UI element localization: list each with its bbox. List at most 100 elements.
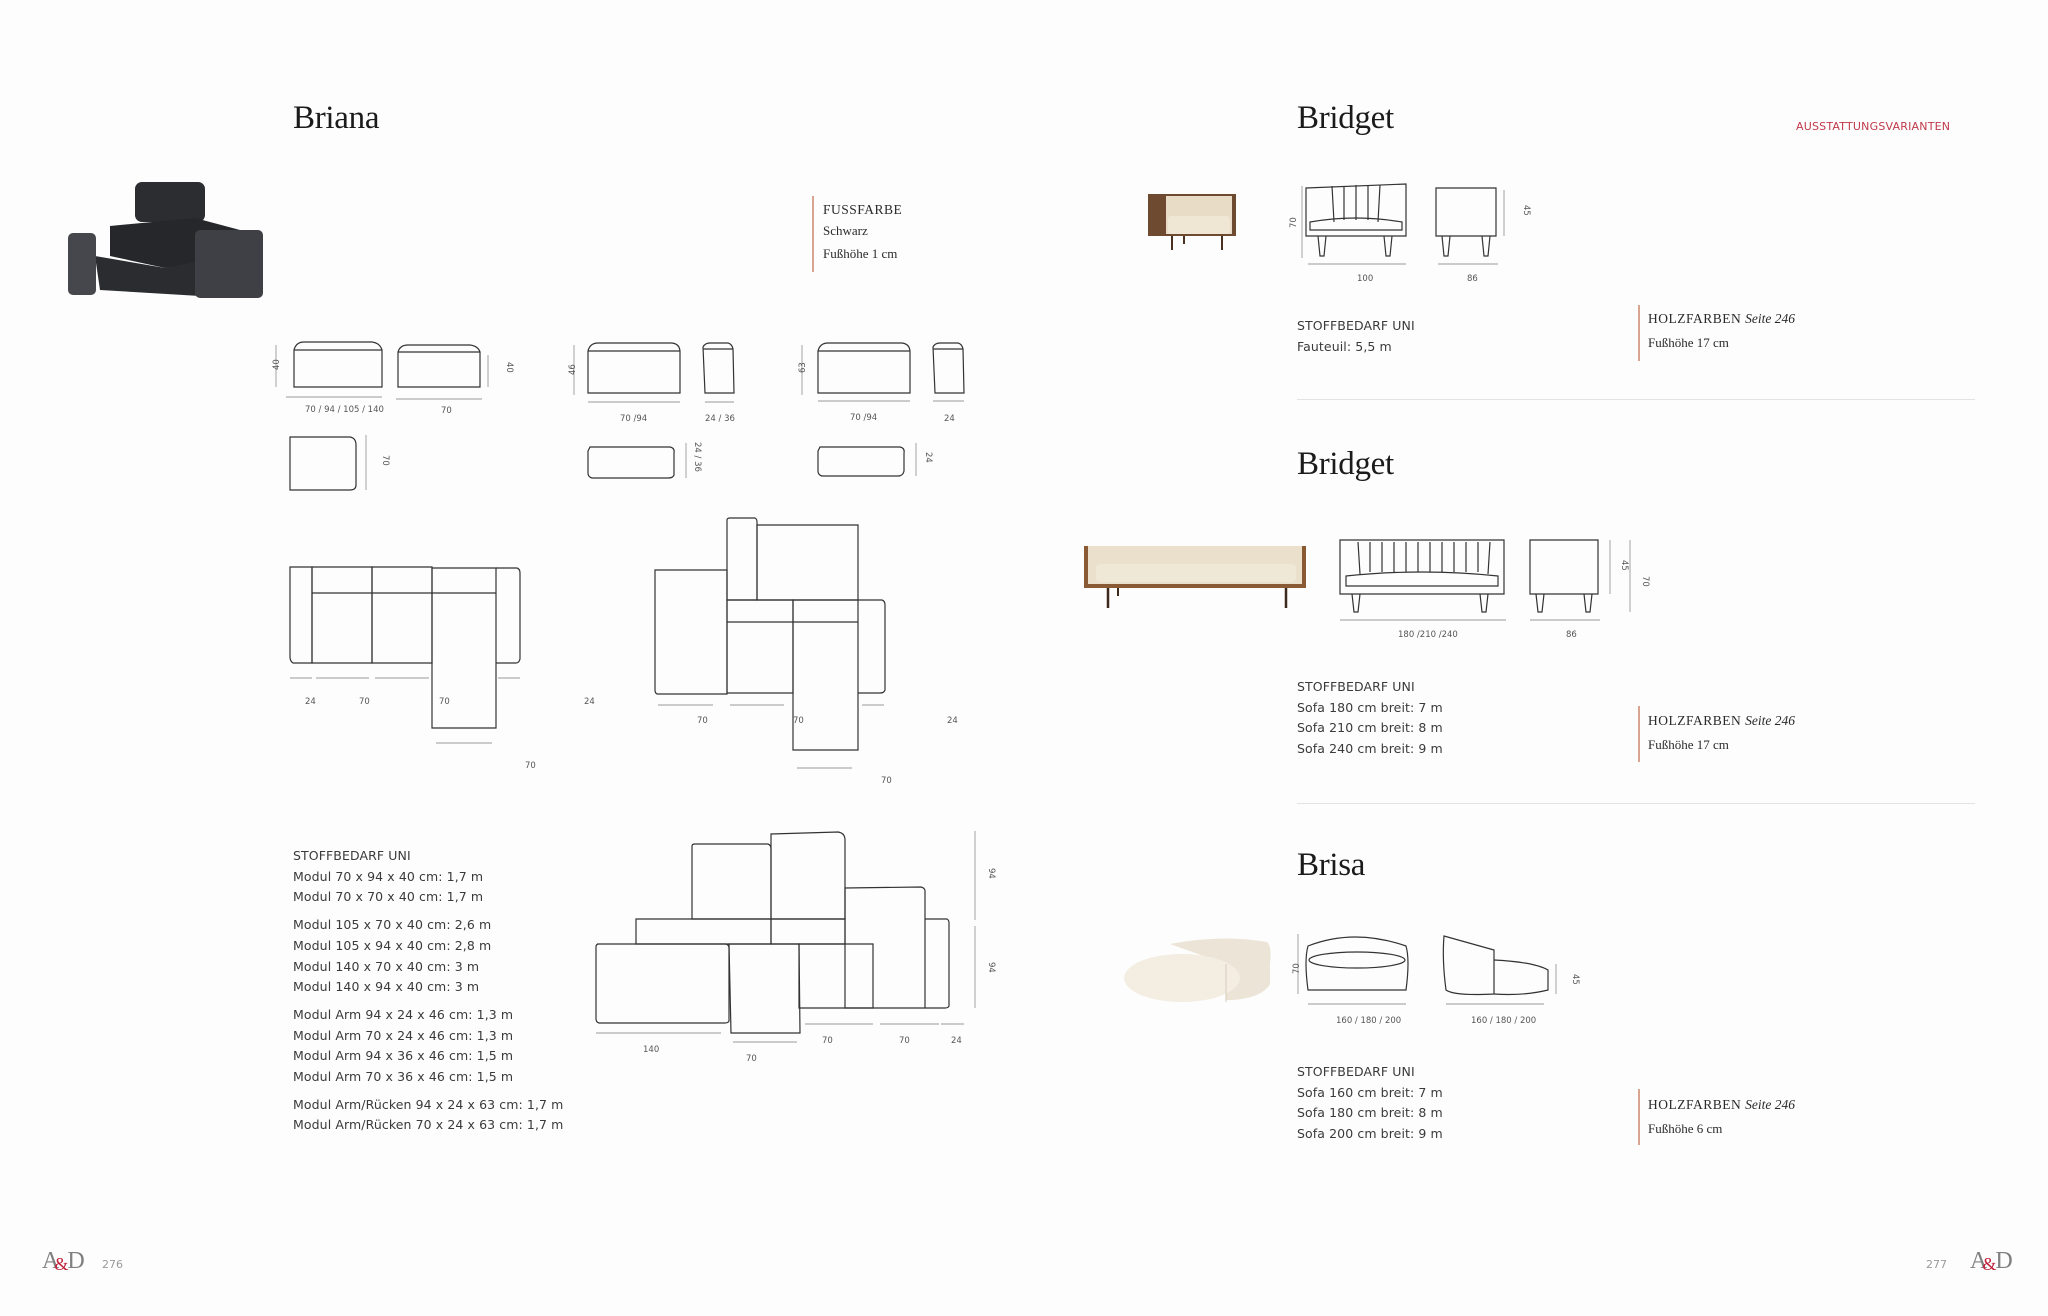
- holzfarben-block: HOLZFARBEN Seite 246 Fußhöhe 17 cm: [1648, 713, 1795, 753]
- dim-label: 24: [584, 697, 595, 707]
- stoffbedarf-group-1: Modul 70 x 94 x 40 cm: 1,7 m Modul 70 x …: [293, 867, 563, 908]
- fussfarbe-color: Schwarz: [823, 223, 868, 238]
- stoffbedarf-line: Sofa 200 cm breit: 9 m: [1297, 1126, 1443, 1142]
- brisa-daybed-photo: [1124, 938, 1271, 1002]
- stoffbedarf-line: Modul Arm/Rücken 70 x 24 x 63 cm: 1,7 m: [293, 1117, 564, 1133]
- module-drawing-63: [801, 342, 965, 477]
- dim-label: 70: [899, 1036, 910, 1046]
- bridget-sofa-drawing: [1339, 539, 1631, 621]
- stoffbedarf-line: Modul Arm 70 x 36 x 46 cm: 1,5 m: [293, 1069, 514, 1085]
- stoffbedarf-line: Sofa 210 cm breit: 8 m: [1297, 720, 1443, 736]
- dim-label: 86: [1467, 274, 1478, 284]
- dim-label: 24 / 36: [692, 442, 702, 472]
- holzfarben-page-ref: Seite 246: [1745, 311, 1796, 326]
- dim-label: 70: [697, 716, 708, 726]
- fussfarbe-accent-bar: [812, 196, 814, 272]
- dim-label: 180 /210 /240: [1398, 630, 1458, 640]
- dim-label: 70: [439, 697, 450, 707]
- stoffbedarf-line: Modul 70 x 94 x 40 cm: 1,7 m: [293, 868, 484, 884]
- dim-label: 45: [1570, 974, 1580, 985]
- logo-ampersand: &: [1982, 1254, 1996, 1274]
- brand-logo: A&D: [1970, 1248, 2013, 1275]
- stoffbedarf-heading: STOFFBEDARF UNI: [1297, 318, 1415, 333]
- logo-letter: A: [1970, 1248, 1987, 1274]
- section-tag: AUSSTATTUNGSVARIANTEN: [1796, 120, 1951, 133]
- stoffbedarf-group-2: Modul 105 x 70 x 40 cm: 2,6 m Modul 105 …: [293, 915, 563, 998]
- layout-plan-c: [595, 831, 976, 1043]
- stoffbedarf-bridget-armchair: STOFFBEDARF UNI Fauteuil: 5,5 m: [1297, 316, 1415, 357]
- stoffbedarf-line: Fauteuil: 5,5 m: [1297, 338, 1392, 354]
- dim-label: 94: [986, 868, 996, 879]
- page-number: 276: [102, 1258, 123, 1271]
- dim-label: 70: [359, 697, 370, 707]
- dim-label: 70 / 94 / 105 / 140: [305, 405, 384, 415]
- stoffbedarf-line: Modul Arm 70 x 24 x 46 cm: 1,3 m: [293, 1027, 514, 1043]
- dim-label: 45: [1521, 205, 1531, 216]
- stoffbedarf-line: Sofa 160 cm breit: 7 m: [1297, 1084, 1443, 1100]
- holzfarben-heading: HOLZFARBEN: [1648, 1097, 1742, 1112]
- dim-label: 40: [272, 359, 282, 370]
- dim-label: 24 / 36: [705, 414, 735, 424]
- layout-plan-a: [289, 566, 521, 744]
- logo-letter: D: [67, 1248, 84, 1274]
- logo-letter: A: [42, 1248, 59, 1274]
- dim-label: 70: [1640, 576, 1650, 587]
- module-drawing-40: [275, 341, 489, 491]
- dim-label: 140: [643, 1045, 660, 1055]
- dim-label: 45: [1619, 560, 1629, 571]
- dim-label: 70: [881, 776, 892, 786]
- holzfarben-page-ref: Seite 246: [1745, 713, 1796, 728]
- dim-label: 24: [305, 697, 316, 707]
- dim-label: 100: [1357, 274, 1374, 284]
- dim-label: 70: [746, 1054, 757, 1064]
- stoffbedarf-line: Modul Arm 94 x 24 x 46 cm: 1,3 m: [293, 1006, 514, 1022]
- stoffbedarf-heading: STOFFBEDARF UNI: [1297, 679, 1415, 694]
- stoffbedarf-line: Sofa 180 cm breit: 8 m: [1297, 1105, 1443, 1121]
- module-drawing-46: [573, 342, 735, 479]
- dim-label: 70: [380, 455, 390, 466]
- holzfarben-page-ref: Seite 246: [1745, 1097, 1796, 1112]
- dim-label: 40: [504, 362, 514, 373]
- bridget-armchair-photo: [1148, 194, 1236, 250]
- dim-label: 160 / 180 / 200: [1471, 1016, 1537, 1026]
- stoffbedarf-brisa: STOFFBEDARF UNI Sofa 160 cm breit: 7 m S…: [1297, 1062, 1443, 1145]
- dim-label: 160 / 180 / 200: [1336, 1016, 1402, 1026]
- fussfarbe-heading: FUSSFARBE: [823, 202, 903, 217]
- dim-label: 24: [951, 1036, 962, 1046]
- dim-label: 70: [1289, 217, 1299, 228]
- dim-label: 70: [441, 406, 452, 416]
- holzfarben-heading: HOLZFARBEN: [1648, 713, 1742, 728]
- stoffbedarf-heading: STOFFBEDARF UNI: [1297, 1064, 1415, 1079]
- stoffbedarf-line: Modul 105 x 70 x 40 cm: 2,6 m: [293, 917, 492, 933]
- logo-letter: D: [1995, 1248, 2012, 1274]
- stoffbedarf-group-4: Modul Arm/Rücken 94 x 24 x 63 cm: 1,7 m …: [293, 1095, 563, 1136]
- dim-label: 86: [1566, 630, 1577, 640]
- page-number: 277: [1926, 1258, 1947, 1271]
- holzfarben-heading: HOLZFARBEN: [1648, 311, 1742, 326]
- stoffbedarf-line: Modul Arm/Rücken 94 x 24 x 63 cm: 1,7 m: [293, 1096, 564, 1112]
- stoffbedarf-line: Modul 140 x 94 x 40 cm: 3 m: [293, 979, 480, 995]
- stoffbedarf-line: Modul 70 x 70 x 40 cm: 1,7 m: [293, 889, 484, 905]
- product-title-bridget-sofa: Bridget: [1297, 446, 1394, 482]
- section-divider: [1297, 803, 1975, 804]
- stoffbedarf-heading: STOFFBEDARF UNI: [293, 848, 411, 863]
- holzfarben-foot-height: Fußhöhe 17 cm: [1648, 737, 1729, 752]
- stoffbedarf-group-3: Modul Arm 94 x 24 x 46 cm: 1,3 m Modul A…: [293, 1005, 563, 1088]
- section-divider: [1297, 399, 1975, 400]
- brand-logo: A&D: [42, 1248, 85, 1275]
- dim-label: 24: [947, 716, 958, 726]
- stoffbedarf-briana: STOFFBEDARF UNI Modul 70 x 94 x 40 cm: 1…: [293, 846, 563, 1136]
- logo-ampersand: &: [54, 1254, 68, 1274]
- stoffbedarf-line: Sofa 180 cm breit: 7 m: [1297, 699, 1443, 715]
- product-title-brisa: Brisa: [1297, 847, 1366, 883]
- stoffbedarf-bridget-sofa: STOFFBEDARF UNI Sofa 180 cm breit: 7 m S…: [1297, 677, 1443, 760]
- dim-label: 24: [923, 452, 933, 463]
- holzfarben-block: HOLZFARBEN Seite 246 Fußhöhe 17 cm: [1648, 311, 1795, 351]
- holzfarben-accent-bar: [1638, 305, 1640, 361]
- bridget-sofa-photo: [1084, 546, 1306, 608]
- dim-label: 70 /94: [850, 413, 878, 423]
- layout-plan-b: [654, 517, 886, 769]
- dim-label: 63: [798, 362, 808, 373]
- bridget-armchair-drawing: [1301, 183, 1505, 265]
- brisa-daybed-drawing: [1297, 934, 1557, 1005]
